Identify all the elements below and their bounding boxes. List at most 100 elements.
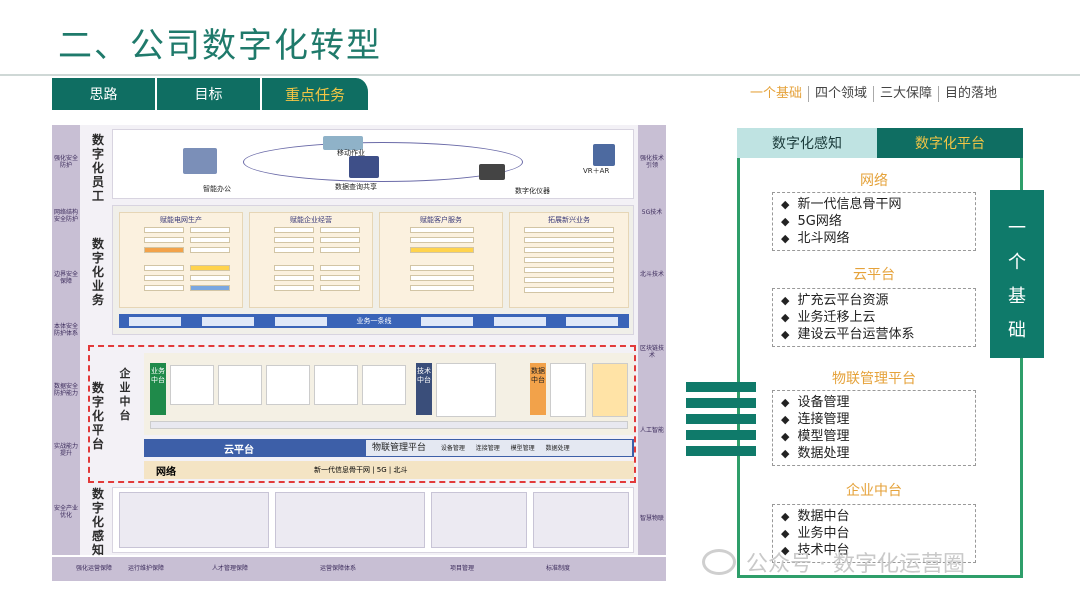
layer-digital-sense: 数字化感知 [91,487,104,557]
right-col-label: 人工智能 [639,427,664,434]
left-col-label: 网络结构安全防护 [53,209,78,223]
guarantee-item: 强化运营保障 [76,565,113,572]
sense-panel [112,487,634,553]
mobile-illustration [323,136,363,150]
title-divider [0,74,1080,76]
right-col-label: 智慧物联 [639,515,664,522]
office-label: 智能办公 [203,185,231,193]
network-list: 新一代信息骨干网 5G网络 北斗网络 [772,192,976,251]
iot-bar: 物联管理平台 设备管理 连接管理 模型管理 数据处理 [366,440,632,456]
subnav-goal[interactable]: 目的落地 [945,86,998,101]
tab-key-tasks[interactable]: 重点任务 [262,78,370,110]
right-panel-tabs: 数字化感知 数字化平台 [737,128,1023,158]
sense-box [533,492,629,548]
watermark-text: 公众号 · 数字化运营圈 [746,552,965,577]
data-middle-tile: 数据中台 [530,363,546,415]
guarantee-item: 运行维护保障 [128,565,165,572]
instrument-label: 数字化仪器 [515,187,550,195]
biz-box-title: 赋能客户服务 [420,216,462,224]
list-item: 模型管理 [781,428,967,445]
sense-box [431,492,527,548]
list-item: 业务中台 [781,525,967,542]
iot-item: 连接管理 [475,445,500,452]
business-middle-tile: 业务中台 [150,363,166,415]
layer-digital-business: 数字化业务 [91,237,104,307]
enterprise-middle-label: 企业中台 [119,367,131,422]
connector-bar [686,414,756,424]
guarantee-item: 标准制度 [546,565,571,572]
query-label: 数据查询共享 [335,183,377,191]
layer-digital-platform: 数字化平台 [91,381,104,451]
cloud-list: 扩充云平台资源 业务迁移上云 建设云平台运营体系 [772,288,976,347]
vr-label: VR＋AR [583,167,610,175]
tab-thinking[interactable]: 思路 [52,78,157,110]
page-title: 二、公司数字化转型 [58,26,382,66]
pillar-char: 一 [1008,218,1026,239]
digital-platform-highlight: 企业中台 业务中台 技术中台 数据中台 云平台 物联管理平台 设备管理 连接管理… [88,345,636,483]
subnav-three-guarantees[interactable]: 三大保障 [874,86,940,102]
right-col-label: 北斗技术 [639,271,664,278]
list-item: 数据中台 [781,508,967,525]
one-foundation-pillar: 一 个 基 础 [990,190,1044,358]
layer-digital-employee: 数字化员工 [91,133,104,203]
list-item: 设备管理 [781,394,967,411]
section-title-network: 网络 [860,173,888,189]
iot-label: 物联管理平台 [372,443,427,453]
list-item: 5G网络 [781,213,967,230]
technology-column: 强化技术引领 5G技术 北斗技术 区块链技术 人工智能 智慧物联 [638,125,666,555]
security-column: 强化安全防护 网络结构安全防护 边界安全保障 本体安全防护体系 数据安全防护能力… [52,125,80,555]
iot-item: 设备管理 [440,445,465,452]
iot-list: 设备管理 连接管理 模型管理 数据处理 [772,390,976,466]
tech-middle-tile: 技术中台 [416,363,432,415]
cloud-label: 云平台 [224,445,254,456]
subnav-one-foundation[interactable]: 一个基础 [744,86,810,102]
left-col-label: 安全产业优化 [53,505,78,519]
list-item: 北斗网络 [781,230,967,247]
right-col-label: 区块链技术 [639,345,664,359]
pillar-char: 个 [1008,252,1026,273]
list-item: 业务迁移上云 [781,309,967,326]
sub-navigation: 一个基础 四个领域 三大保障 目的落地 [744,86,1003,102]
list-item: 建设云平台运营体系 [781,326,967,343]
connector-bar [686,446,756,456]
query-illustration [349,156,379,178]
watermark: 公众号 · 数字化运营圈 [702,546,965,578]
business-panel: 赋能电网生产 赋能企业经营 [112,205,634,335]
biz-box-title: 赋能电网生产 [160,216,202,224]
tab-goal[interactable]: 目标 [157,78,262,110]
guarantee-bar: 强化运营保障 运行维护保障 人才管理保障 运营保障体系 项目管理 标准制度 [52,557,666,581]
network-bar: 网络 新一代信息骨干网 | 5G | 北斗 [144,461,634,479]
iot-item: 数据处理 [545,445,570,452]
list-item: 数据处理 [781,445,967,462]
biz-box-emerging: 拓展新兴业务 [509,212,629,308]
tab-digital-platform[interactable]: 数字化平台 [877,128,1023,158]
vr-illustration [593,144,615,166]
tab-bar: 思路 目标 重点任务 [52,78,370,110]
business-line-label: 业务一条线 [347,316,400,326]
section-title-enterprise: 企业中台 [846,483,902,499]
instrument-illustration [479,164,505,180]
biz-box-title: 拓展新兴业务 [548,216,590,224]
guarantee-item: 运营保障体系 [320,565,357,572]
network-label: 网络 [156,467,176,478]
tab-digital-sense[interactable]: 数字化感知 [737,128,877,158]
list-item: 技术中台 [781,542,967,559]
left-col-label: 强化安全防护 [53,155,78,169]
business-line-bar: 业务一条线 [119,314,629,328]
office-illustration [183,148,217,174]
left-col-label: 实战能力提升 [53,443,78,457]
middle-platform-area: 业务中台 技术中台 数据中台 [144,353,634,435]
iot-item: 模型管理 [510,445,535,452]
biz-box-customer: 赋能客户服务 [379,212,503,308]
connector-bar [686,382,756,392]
left-col-label: 本体安全防护体系 [53,323,78,337]
subnav-four-fields[interactable]: 四个领域 [809,86,875,102]
list-item: 新一代信息骨干网 [781,196,967,213]
guarantee-item: 项目管理 [450,565,475,572]
pillar-char: 础 [1008,320,1026,341]
right-col-label: 强化技术引领 [639,155,664,169]
right-col-label: 5G技术 [641,209,663,216]
guarantee-item: 人才管理保障 [212,565,249,572]
sense-box [119,492,269,548]
network-text: 新一代信息骨干网 | 5G | 北斗 [314,466,408,474]
